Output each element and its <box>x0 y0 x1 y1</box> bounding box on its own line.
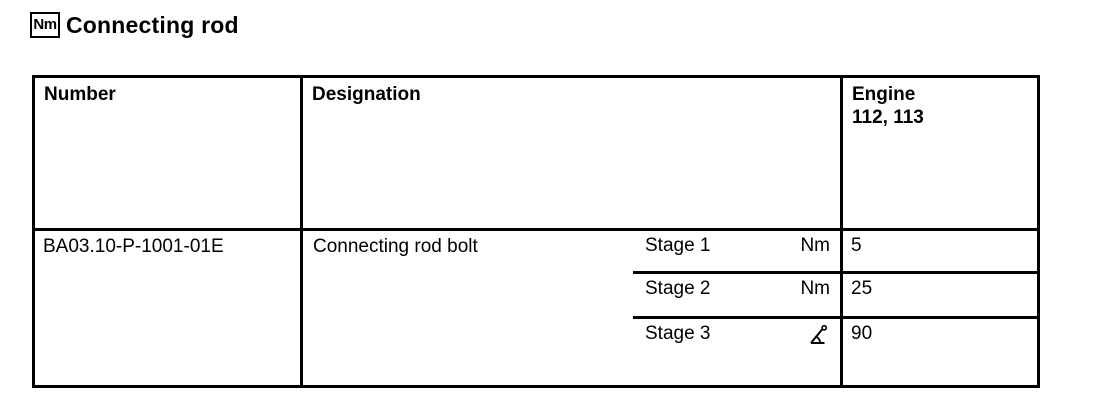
cell-designation: Connecting rod bolt Stage 1 Nm Stage 2 N… <box>303 231 843 385</box>
torque-spec-table: Number Designation Engine 112, 113 BA03.… <box>32 75 1040 388</box>
document-number: BA03.10-P-1001-01E <box>43 236 224 257</box>
nm-unit-icon: Nm <box>30 12 60 38</box>
engine-header-line1: Engine <box>852 84 916 105</box>
page-title: Connecting rod <box>66 12 239 38</box>
column-header-designation: Designation <box>303 78 843 228</box>
stage-row-2: Stage 2 Nm <box>633 271 840 316</box>
stage-2-unit: Nm <box>800 278 830 299</box>
stage-row-1: Stage 1 Nm <box>633 231 840 271</box>
stage-3-label: Stage 3 <box>645 323 711 344</box>
section-header: Nm Connecting rod <box>30 12 239 38</box>
engine-value-stage-2: 25 <box>843 271 1037 316</box>
torque-angle-degree-icon <box>810 324 828 344</box>
cell-engine-values: 5 25 90 <box>843 231 1037 385</box>
stage-sub-table: Stage 1 Nm Stage 2 Nm Stage 3 <box>633 231 840 385</box>
table-row: BA03.10-P-1001-01E Connecting rod bolt S… <box>35 231 1037 385</box>
stage-2-label: Stage 2 <box>645 278 711 299</box>
table-header-row: Number Designation Engine 112, 113 <box>35 78 1037 231</box>
designation-text: Connecting rod bolt <box>313 236 478 257</box>
column-header-number: Number <box>35 78 303 228</box>
stage-1-label: Stage 1 <box>645 235 711 256</box>
stage-1-unit: Nm <box>800 235 830 256</box>
engine-value-stage-1: 5 <box>851 235 862 256</box>
engine-value-stage-3: 90 <box>843 316 1037 385</box>
cell-number: BA03.10-P-1001-01E <box>35 231 303 385</box>
column-header-engine: Engine 112, 113 <box>843 78 1037 228</box>
engine-value-column: 5 25 90 <box>843 231 1037 385</box>
stage-row-3: Stage 3 <box>633 316 840 385</box>
engine-header-line2: 112, 113 <box>852 107 924 128</box>
